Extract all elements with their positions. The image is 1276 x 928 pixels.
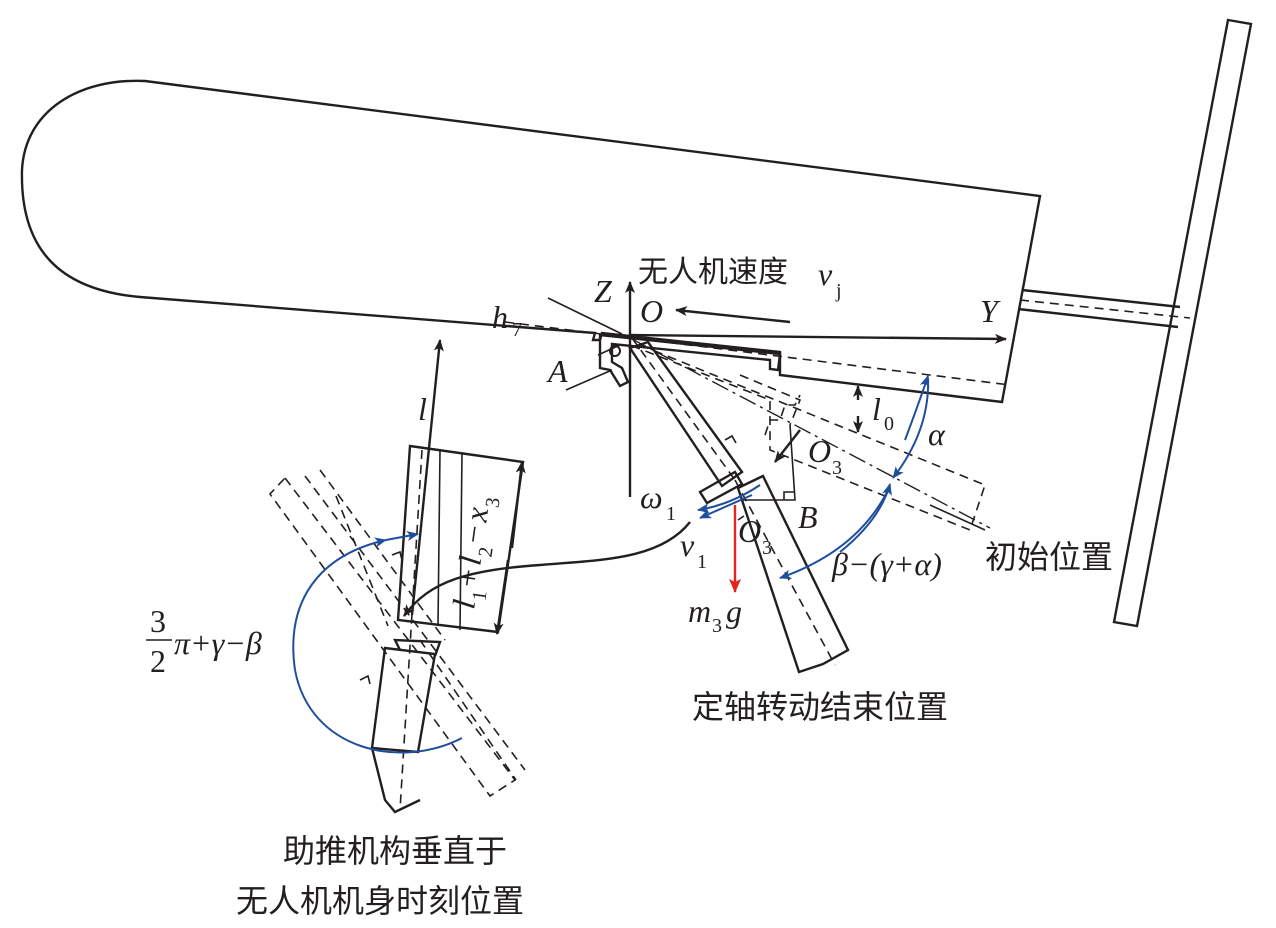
perp-position-notch <box>359 550 403 685</box>
o3-lower-subscript: 3 <box>762 537 772 559</box>
o3-lower-label: O <box>738 513 761 549</box>
length-dimension-line <box>510 461 526 549</box>
caption-line-1: 助推机构垂直于 <box>283 832 507 870</box>
tail-boom <box>1017 288 1181 329</box>
tail-boom-centerline <box>1019 299 1191 319</box>
perp-position-centerline <box>399 449 423 811</box>
perp-position-inner2 <box>459 452 463 631</box>
leader-h7 <box>547 297 623 335</box>
svg-text:−: − <box>454 523 492 546</box>
trajectory-curve <box>403 521 691 617</box>
rotation-arc <box>292 537 463 754</box>
end-position-upper-centerline <box>631 337 736 481</box>
perp-position-link2 <box>393 638 442 657</box>
end-position-notch <box>724 434 745 521</box>
rotation-arc-tick <box>385 531 419 541</box>
hinge-a-leader <box>565 369 613 391</box>
end-position-upper <box>628 340 744 488</box>
y-axis <box>629 333 1007 344</box>
svg-text:+: + <box>448 566 486 589</box>
axis-o-label: O <box>640 293 663 329</box>
uav-speed-subscript: j <box>835 280 842 302</box>
end-position-lower-centerline <box>734 479 836 666</box>
alpha-arc <box>892 377 930 479</box>
fraction-numerator: 3 <box>150 603 166 639</box>
v1-arrow <box>699 494 753 519</box>
end-position-joint <box>698 470 744 505</box>
initial-position-label: 初始位置 <box>985 538 1113 576</box>
omega-arc <box>697 484 761 514</box>
uav-fuselage <box>20 79 1042 404</box>
svg-text:3: 3 <box>482 496 505 509</box>
m3g-g-label: g <box>726 593 742 629</box>
alpha-arc-2 <box>904 375 930 441</box>
o3-upper-subscript: 3 <box>832 457 842 479</box>
b-label: B <box>798 499 818 535</box>
intermediate-dashed-2 <box>304 475 526 771</box>
axis-y-label: Y <box>980 293 1001 329</box>
a-label: A <box>546 353 568 389</box>
angle-expression: π+γ−β <box>174 625 262 661</box>
alpha-label: α <box>928 416 946 452</box>
hinge-a <box>609 345 621 357</box>
svg-text:1: 1 <box>468 589 491 602</box>
b-frame <box>740 424 796 501</box>
fraction-denominator: 2 <box>150 643 166 679</box>
beta-expression: β−(γ+α) <box>831 546 942 582</box>
center-dashed-o3 <box>739 374 802 426</box>
perp-position-link <box>370 747 421 814</box>
v1-subscript: 1 <box>697 551 707 573</box>
m3g-m-label: m <box>688 593 711 629</box>
b-right-angle <box>783 491 795 500</box>
l0-label: l <box>872 391 881 427</box>
beta-arc <box>779 485 891 580</box>
hinge-a-hook <box>597 344 621 356</box>
o3-arrow <box>774 429 801 463</box>
initial-leader <box>929 504 986 531</box>
intermediate-dashed-1 <box>268 476 517 798</box>
beta-arc-2 <box>839 483 892 553</box>
uav-speed-label: 无人机速度 <box>638 255 788 290</box>
l-dimension-line <box>410 339 444 616</box>
l0-subscript: 0 <box>884 413 894 435</box>
l-label: l <box>418 391 427 427</box>
m3g-subscript: 3 <box>712 615 722 637</box>
svg-text:x: x <box>457 505 495 525</box>
length-dimension-line-2 <box>493 559 510 635</box>
omega-label: ω <box>640 479 663 515</box>
length-expression: l 1 + l 2 − x 3 <box>445 496 505 611</box>
end-position-label: 定轴转动结束位置 <box>692 688 948 726</box>
h-subscript: 7 <box>512 319 522 341</box>
intermediate-dashed-5 <box>419 639 517 781</box>
initial-position-step <box>764 394 801 436</box>
axis-z-label: Z <box>594 273 613 309</box>
v1-label: v <box>680 527 695 563</box>
initial-position-centerline <box>629 337 991 529</box>
h-label: h <box>492 299 508 335</box>
intermediate-dashed-4 <box>335 495 389 627</box>
perp-position-inner1 <box>437 449 441 627</box>
uav-speed-arrow <box>675 306 791 324</box>
caption-line-2: 无人机机身时刻位置 <box>236 882 524 920</box>
fuselage-reference-line <box>504 321 1011 386</box>
vertical-tail <box>1112 18 1253 628</box>
initial-position-outline <box>629 344 986 532</box>
intermediate-dashed-3 <box>319 469 446 641</box>
svg-text:2: 2 <box>475 546 498 559</box>
end-position-lower <box>736 474 850 674</box>
o3-upper-label: O <box>808 433 831 469</box>
uav-speed-symbol: v <box>818 256 833 292</box>
omega-subscript: 1 <box>666 503 676 525</box>
